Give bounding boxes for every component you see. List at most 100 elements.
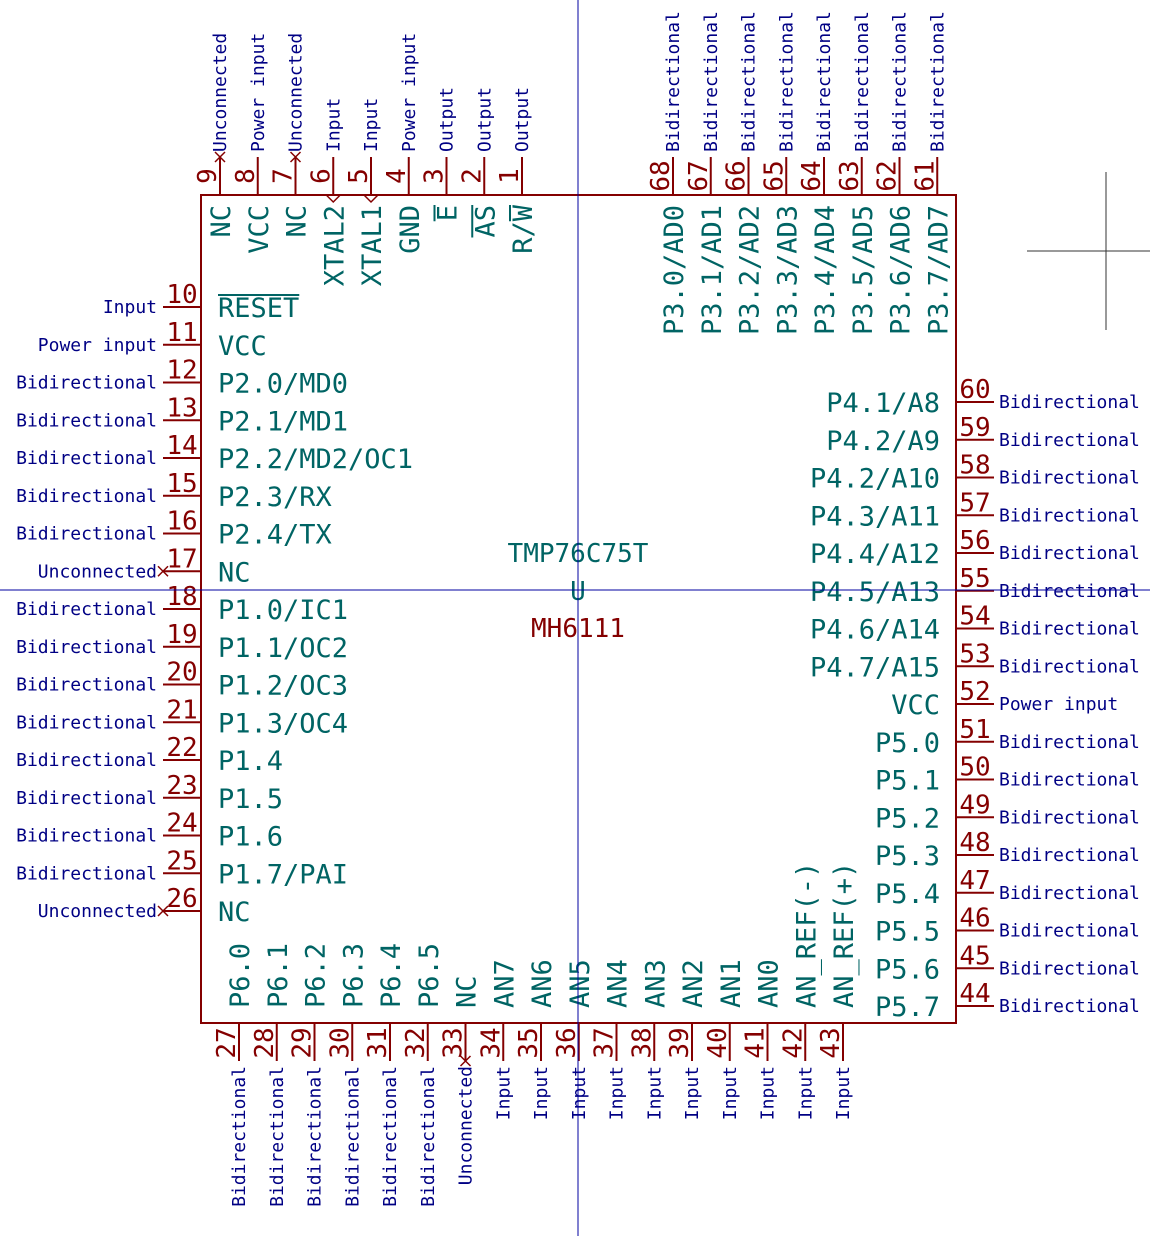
pin-name: P4.5/A13 [810,577,940,608]
pin-number: 56 [959,526,990,556]
pin-type: Bidirectional [999,581,1140,602]
no-connect-icon [214,151,226,163]
pin-type: Bidirectional [890,11,911,152]
pin-name: E [433,205,464,221]
pin-name: VCC [891,690,940,721]
pin-name: NC [206,205,237,238]
pin-name: AN6 [527,959,558,1008]
pin-number: 58 [959,451,990,481]
pin-name: XTAL2 [319,205,350,286]
pin-type: Input [607,1066,628,1120]
pin-name: P3.2/AD2 [735,205,766,335]
no-connect-icon [289,151,302,163]
pin-name: P3.7/AD7 [923,205,954,335]
pin-name: AN_REF(-) [791,862,822,1008]
pin-name: VCC [244,205,275,254]
pin-name: P2.2/MD2/OC1 [218,444,413,475]
pin-type: Bidirectional [16,712,157,733]
pin-type: Unconnected [456,1066,477,1185]
pin-type: Bidirectional [999,845,1140,866]
pin-type: Bidirectional [16,750,157,771]
pin-name: P1.7/PAI [218,859,348,890]
pin-number: 35 [514,1027,544,1058]
pin-number: 32 [401,1027,431,1058]
pin-number: 64 [797,160,827,191]
pin-name: R/W [508,204,539,254]
pin-type: Bidirectional [999,468,1140,489]
pin-number: 22 [166,733,197,763]
pin-number: 7 [269,168,299,184]
